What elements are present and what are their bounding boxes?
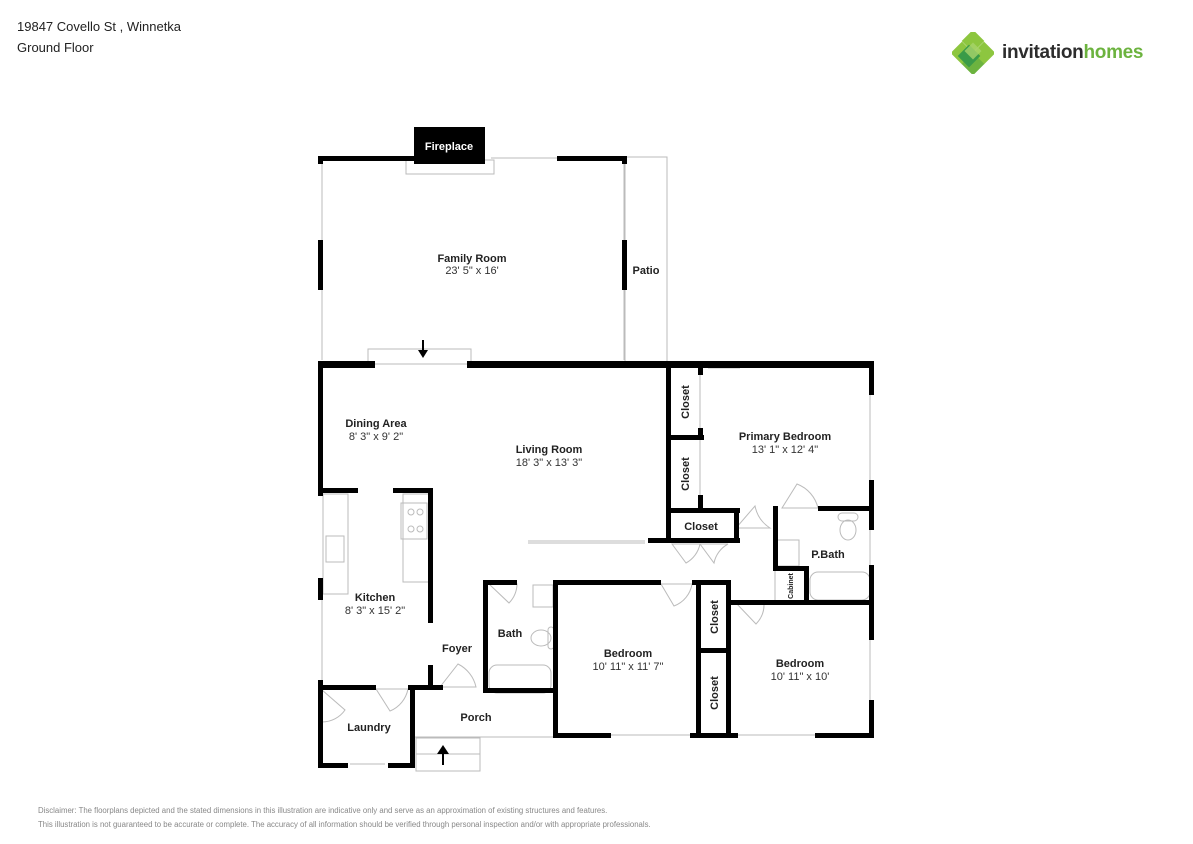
closet-3-label: Closet bbox=[684, 521, 718, 533]
bath-label: Bath bbox=[498, 628, 523, 640]
dining-area-label: Dining Area bbox=[345, 418, 407, 430]
living-room-dims: 18' 3" x 13' 3" bbox=[516, 457, 583, 469]
closet-2-label: Closet bbox=[680, 457, 692, 491]
patio-label: Patio bbox=[633, 265, 660, 277]
fireplace-block bbox=[414, 127, 485, 164]
disclaimer-line-1: Disclaimer: The floorplans depicted and … bbox=[38, 806, 608, 815]
porch-label: Porch bbox=[460, 712, 491, 724]
closet-1-label: Closet bbox=[680, 385, 692, 419]
fireplace-label: Fireplace bbox=[425, 141, 473, 153]
laundry-label: Laundry bbox=[347, 722, 391, 734]
family-room-label: Family Room bbox=[437, 253, 506, 265]
floor-label: Ground Floor bbox=[17, 40, 94, 55]
bedroom-2-label: Bedroom bbox=[776, 658, 825, 670]
logo-wordmark: invitationhomes bbox=[1002, 42, 1144, 63]
invitation-homes-logo: invitationhomes bbox=[952, 32, 1144, 74]
family-room-dims: 23' 5" x 16' bbox=[445, 265, 498, 277]
bedroom-1-label: Bedroom bbox=[604, 648, 653, 660]
kitchen-label: Kitchen bbox=[355, 592, 396, 604]
closet-5-label: Closet bbox=[709, 676, 721, 710]
patio-outline bbox=[624, 156, 668, 366]
kitchen-dims: 8' 3" x 15' 2" bbox=[345, 605, 405, 617]
closet-4-label: Closet bbox=[709, 600, 721, 634]
cabinet-label: Cabinet bbox=[788, 572, 795, 598]
logo-diamond-icon bbox=[952, 32, 994, 74]
p-bath-label: P.Bath bbox=[811, 549, 845, 561]
primary-bedroom-dims: 13' 1" x 12' 4" bbox=[752, 444, 819, 456]
foyer-label: Foyer bbox=[442, 643, 473, 655]
bedroom-1-dims: 10' 11" x 11' 7" bbox=[593, 661, 664, 673]
disclaimer-line-2: This illustration is not guaranteed to b… bbox=[38, 820, 651, 829]
bedroom-2-dims: 10' 11" x 10' bbox=[771, 671, 830, 683]
living-room-label: Living Room bbox=[516, 444, 583, 456]
dining-area-dims: 8' 3" x 9' 2" bbox=[349, 431, 403, 443]
primary-bedroom-label: Primary Bedroom bbox=[739, 431, 832, 443]
property-address: 19847 Covello St , Winnetka bbox=[17, 19, 182, 34]
